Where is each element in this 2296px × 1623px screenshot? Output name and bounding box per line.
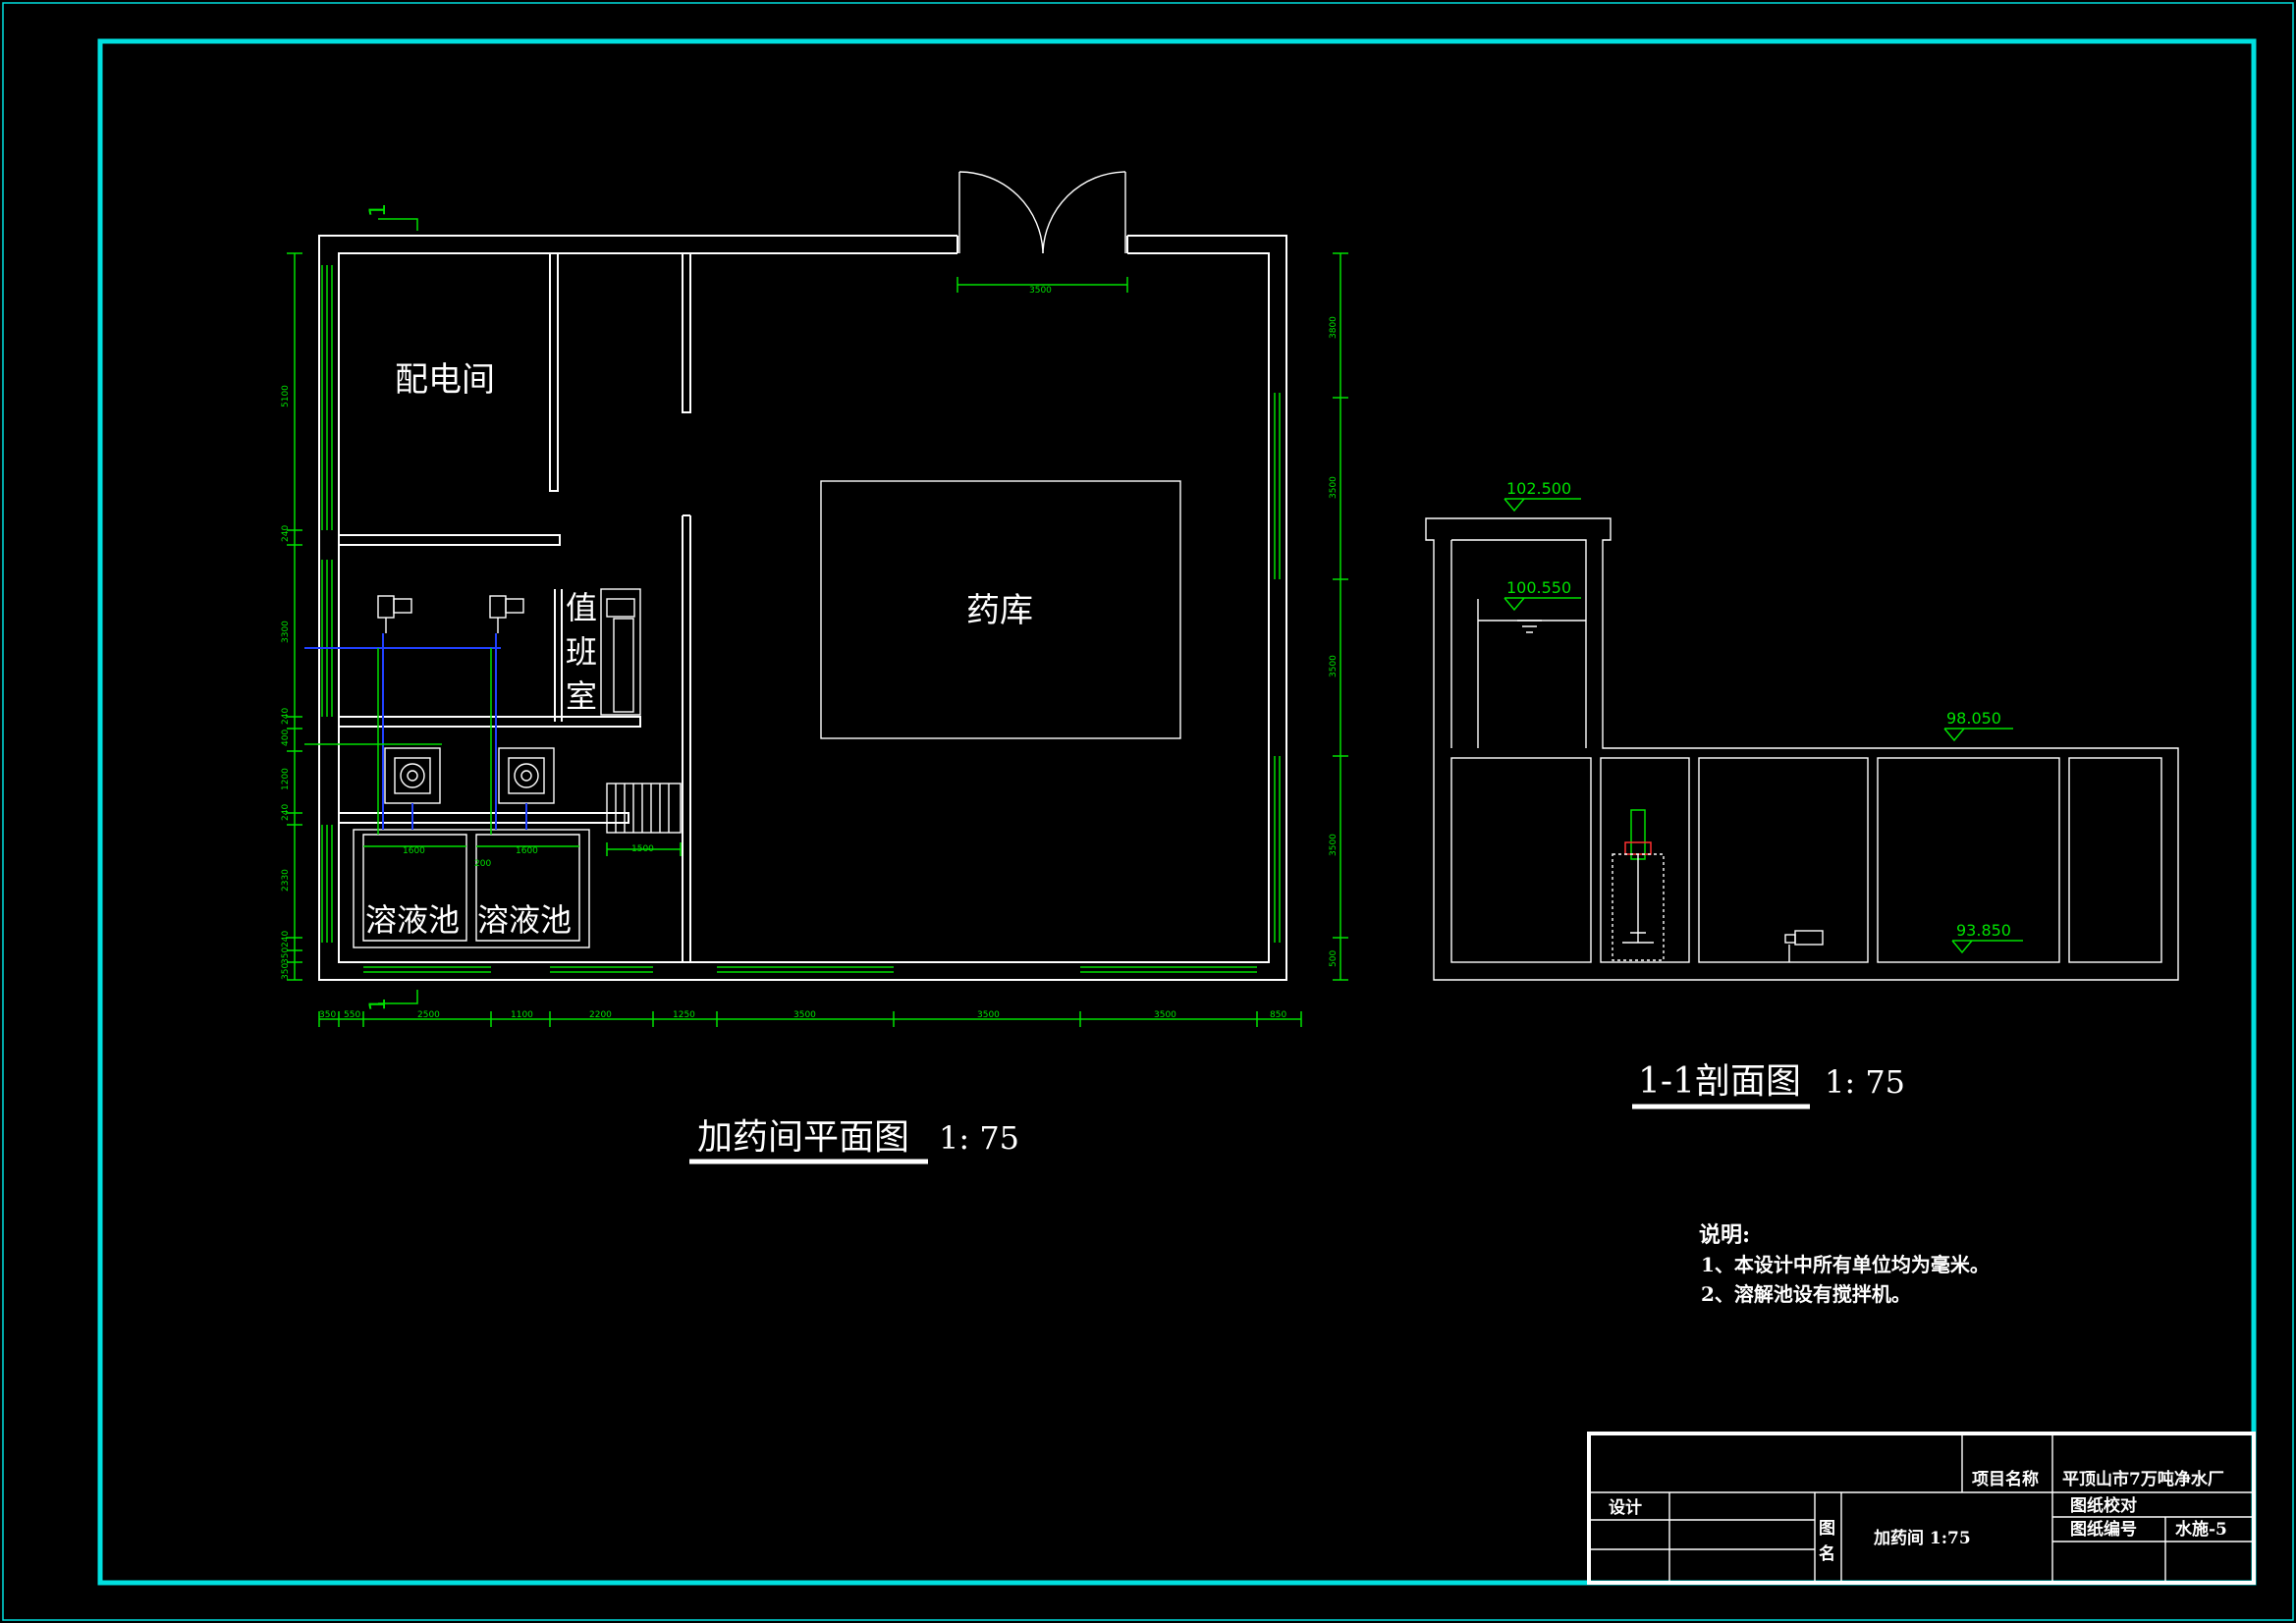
- duty-wall-h: [339, 716, 641, 728]
- section-mixer: [1612, 809, 1665, 961]
- level-water: 100.550: [1506, 578, 1571, 597]
- windows-right: [1274, 393, 1281, 943]
- tb-name-label-1: 图: [1819, 1519, 1835, 1539]
- tb-number-label: 图纸编号: [2070, 1519, 2137, 1540]
- svg-text:1600: 1600: [403, 846, 425, 856]
- double-door: [958, 171, 1126, 254]
- svg-text:200: 200: [474, 859, 491, 869]
- svg-text:500: 500: [1329, 950, 1339, 967]
- tb-project-value: 平顶山市7万吨净水厂: [2062, 1469, 2224, 1489]
- svg-text:2200: 2200: [589, 1010, 612, 1020]
- svg-text:550: 550: [344, 1010, 360, 1020]
- svg-text:240: 240: [281, 708, 291, 725]
- svg-text:350: 350: [281, 963, 291, 980]
- chemical-pallet: [820, 480, 1181, 739]
- notes-heading: 说明:: [1699, 1222, 1750, 1248]
- water-pipe: [304, 648, 492, 835]
- dim-lines: [287, 252, 1348, 1027]
- duty-cabinet: [600, 588, 641, 716]
- level-bottom: 93.850: [1956, 921, 2011, 940]
- svg-text:400: 400: [281, 730, 291, 746]
- tb-name-label-2: 名: [1819, 1543, 1835, 1564]
- svg-text:2330: 2330: [281, 869, 291, 892]
- svg-text:5100: 5100: [281, 385, 291, 407]
- dosing-pipe: [304, 633, 527, 830]
- room-label-duty-1: 值: [566, 589, 597, 626]
- section-view: [1425, 498, 2179, 981]
- level-top: 102.500: [1506, 479, 1571, 498]
- svg-text:1500: 1500: [631, 844, 654, 854]
- svg-text:240: 240: [281, 931, 291, 947]
- partition-lower: [682, 514, 691, 962]
- section-mark-top: 1: [366, 203, 391, 217]
- power-room-wall-h: [339, 534, 561, 546]
- svg-text:1600: 1600: [516, 846, 538, 856]
- tank-label-1: 溶液池: [365, 901, 460, 939]
- plan-scale: 1: 75: [939, 1119, 1019, 1157]
- solution-tanks: [353, 829, 590, 948]
- tb-drawing-name: 加药间 1:75: [1873, 1528, 1971, 1548]
- tb-project-label: 项目名称: [1972, 1469, 2039, 1489]
- svg-text:240: 240: [281, 525, 291, 542]
- door-jambs: [957, 236, 1128, 253]
- svg-text:3500: 3500: [977, 1010, 1000, 1020]
- mixer-2: [498, 747, 555, 804]
- svg-text:3500: 3500: [1329, 655, 1339, 677]
- svg-text:350: 350: [319, 1010, 336, 1020]
- dim-texts: 3500 5100 240 3300 240 400 1200 240 2330…: [281, 286, 1339, 1020]
- pump-2: [489, 595, 524, 633]
- tb-design-label: 设计: [1609, 1497, 1642, 1518]
- svg-text:1100: 1100: [511, 1010, 533, 1020]
- section-scale: 1: 75: [1825, 1063, 1905, 1101]
- section-mark-bottom: 1: [366, 998, 391, 1011]
- svg-text:3500: 3500: [1154, 1010, 1176, 1020]
- section-title: 1-1剖面图: [1638, 1061, 1801, 1102]
- note-1: 1、本设计中所有单位均为毫米。: [1701, 1253, 1990, 1276]
- power-room-wall-v: [549, 253, 559, 492]
- svg-text:3300: 3300: [281, 621, 291, 643]
- inner-wall: [338, 252, 1270, 963]
- svg-text:2500: 2500: [417, 1010, 440, 1020]
- svg-text:240: 240: [281, 804, 291, 821]
- mixer-1: [384, 747, 441, 804]
- pump-1: [377, 595, 412, 633]
- title-block: [1587, 1432, 2256, 1585]
- tank-wall-top: [339, 812, 629, 824]
- svg-text:3800: 3800: [1329, 316, 1339, 339]
- svg-text:1250: 1250: [673, 1010, 695, 1020]
- drawing-frame: [97, 38, 2257, 1586]
- svg-text:3500: 3500: [1329, 476, 1339, 499]
- section-pump: [1784, 930, 1824, 962]
- room-label-store: 药库: [966, 591, 1033, 630]
- room-label-duty-3: 室: [566, 677, 597, 715]
- tb-number-value: 水施-5: [2175, 1519, 2227, 1540]
- note-2: 2、溶解池设有搅拌机。: [1701, 1282, 1911, 1306]
- svg-text:3500: 3500: [793, 1010, 816, 1020]
- plan-title: 加药间平面图: [697, 1117, 909, 1158]
- svg-text:1200: 1200: [281, 768, 291, 790]
- outer-wall: [318, 235, 1287, 981]
- partition-upper: [682, 252, 691, 413]
- level-floor: 98.050: [1946, 709, 2001, 728]
- tank-label-2: 溶液池: [477, 901, 572, 939]
- svg-text:3500: 3500: [1029, 286, 1052, 296]
- svg-text:850: 850: [1270, 1010, 1286, 1020]
- floor-plan: [287, 171, 1348, 1027]
- tb-check-label: 图纸校对: [2070, 1495, 2137, 1516]
- windows-bottom: [363, 966, 1257, 973]
- duty-wall-v: [554, 589, 563, 722]
- svg-text:350: 350: [281, 947, 291, 964]
- section-outline: [1425, 517, 2179, 981]
- room-label-power: 配电间: [395, 360, 495, 400]
- grating: [606, 783, 682, 834]
- room-label-duty-2: 班: [566, 633, 597, 671]
- windows-left: [321, 265, 333, 943]
- svg-text:3500: 3500: [1329, 834, 1339, 856]
